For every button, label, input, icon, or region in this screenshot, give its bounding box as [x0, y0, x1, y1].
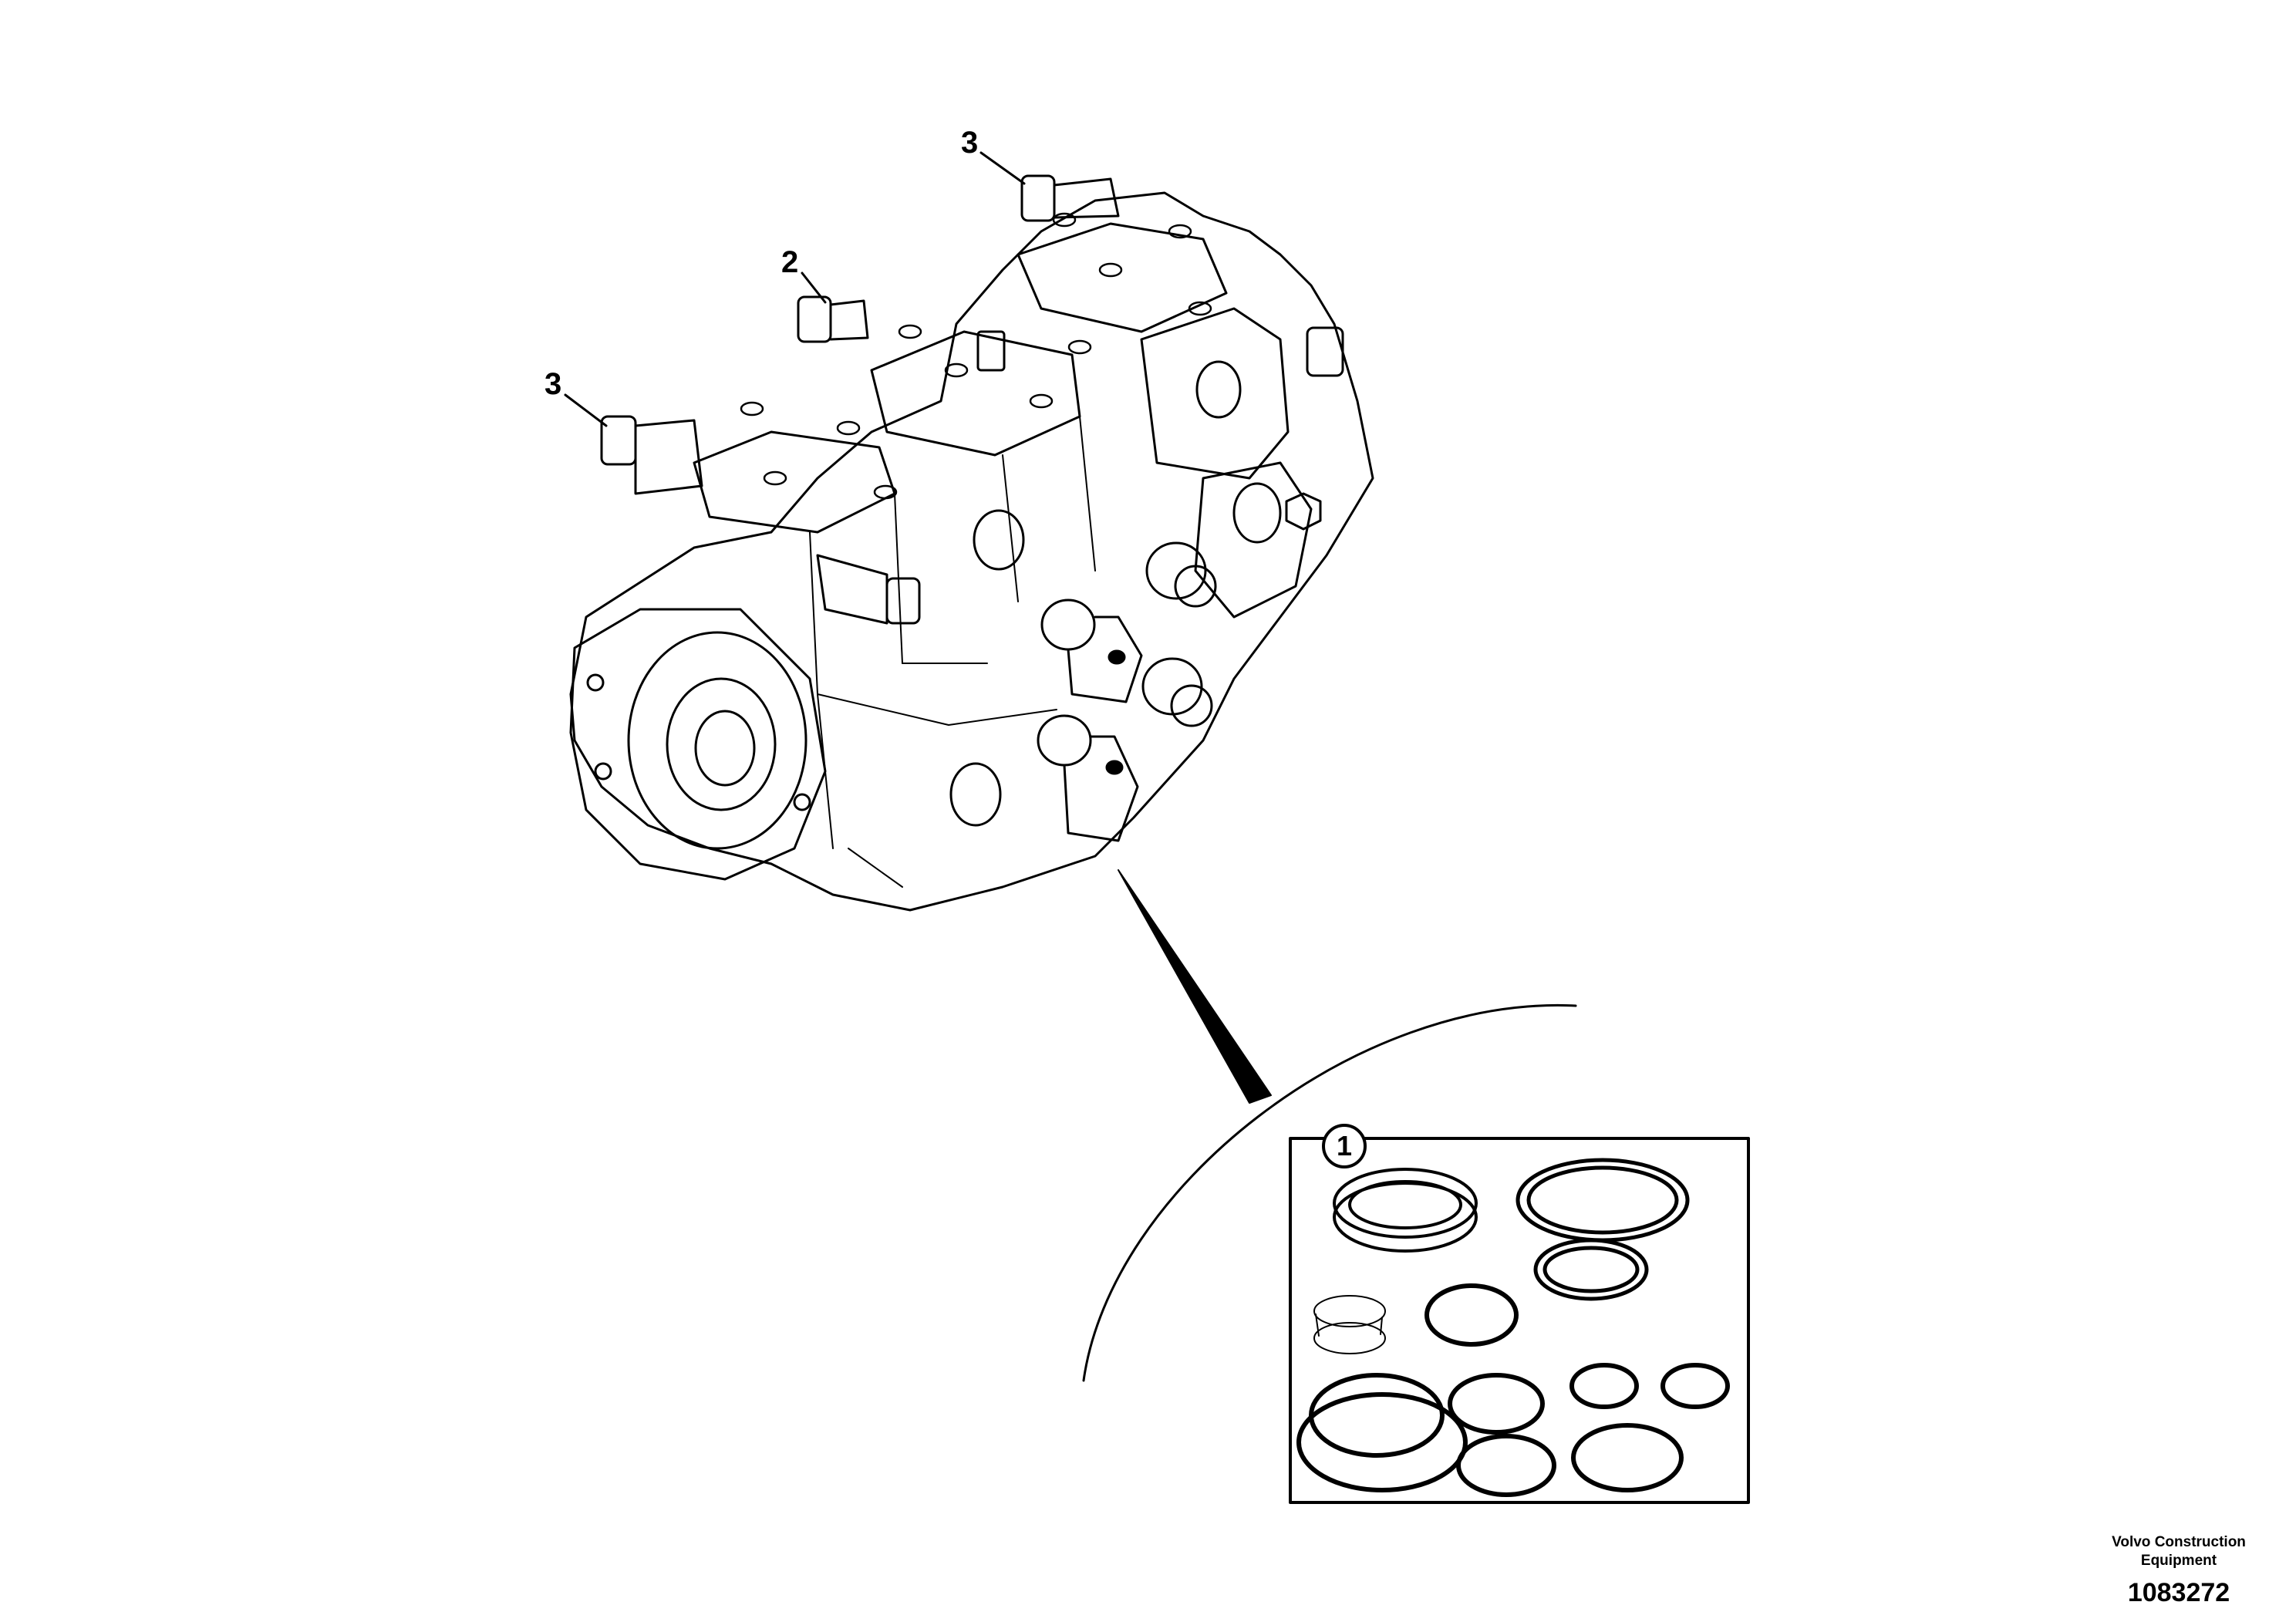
elbow-fitting-upper — [1040, 599, 1143, 703]
adjuster-knob-right — [1306, 326, 1344, 377]
pump-housing-outline — [569, 191, 1374, 912]
seal-kit-item-number: 1 — [1336, 1130, 1353, 1162]
valve-block-top-right — [1017, 222, 1228, 333]
o-ring-center — [1424, 1283, 1519, 1347]
straight-fitting-lower — [1141, 657, 1213, 727]
detail-pointer-wedge — [1118, 869, 1272, 1104]
seal-ring-medium-double — [1533, 1238, 1649, 1301]
adjuster-knob-item-3-left — [600, 415, 703, 495]
side-ports — [949, 360, 1282, 827]
o-ring-small-4 — [1456, 1434, 1556, 1497]
document-number: 1083272 — [2127, 1578, 2230, 1607]
leader-item-3-left — [564, 393, 608, 427]
elbow-fitting-lower — [1037, 714, 1139, 842]
hydraulic-pump-illustration — [569, 174, 1374, 912]
valve-block-lower-right — [1194, 461, 1313, 619]
straight-fitting-upper — [1145, 541, 1217, 608]
adjuster-knob-item-2 — [797, 295, 869, 343]
seal-kit-frame — [1289, 1137, 1750, 1504]
valve-block-top-center — [870, 330, 1081, 457]
leader-item-3-top — [979, 151, 1026, 185]
publisher-line-1: Volvo Construction — [2112, 1534, 2246, 1550]
o-ring-small-2 — [1569, 1363, 1639, 1409]
valve-block-top-left — [693, 430, 896, 534]
hex-plug-right — [1285, 492, 1322, 531]
publisher-line-2: Equipment — [2140, 1553, 2217, 1569]
callout-leaders — [564, 151, 1026, 427]
valve-block-right — [1140, 307, 1290, 480]
backup-ring — [1313, 1295, 1386, 1354]
o-ring-small-3 — [1660, 1363, 1730, 1409]
seal-ring-large-double — [1515, 1158, 1690, 1243]
seal-kit-item-badge — [1322, 1124, 1367, 1168]
top-fitting — [976, 330, 1006, 372]
callout-item-2: 2 — [781, 245, 799, 279]
housing-detail-lines — [809, 416, 1096, 888]
o-ring-small-1 — [1448, 1373, 1545, 1435]
seal-ring-large-flat — [1333, 1168, 1478, 1253]
adjuster-knob-front — [816, 554, 921, 625]
leader-item-2 — [801, 271, 827, 304]
bolt-heads — [740, 212, 1212, 500]
detail-circle-arc — [1082, 1003, 1577, 1382]
seal-ring-set — [1296, 1158, 1730, 1497]
callout-item-3-left: 3 — [544, 367, 562, 401]
adjuster-knob-item-3-top — [1020, 174, 1120, 222]
mounting-flange — [569, 608, 827, 881]
o-ring-small-5 — [1571, 1423, 1684, 1492]
callout-item-3-top: 3 — [961, 126, 979, 160]
publisher-label: Volvo Construction Equipment — [2082, 1533, 2275, 1570]
o-ring-large-pair — [1296, 1373, 1468, 1492]
